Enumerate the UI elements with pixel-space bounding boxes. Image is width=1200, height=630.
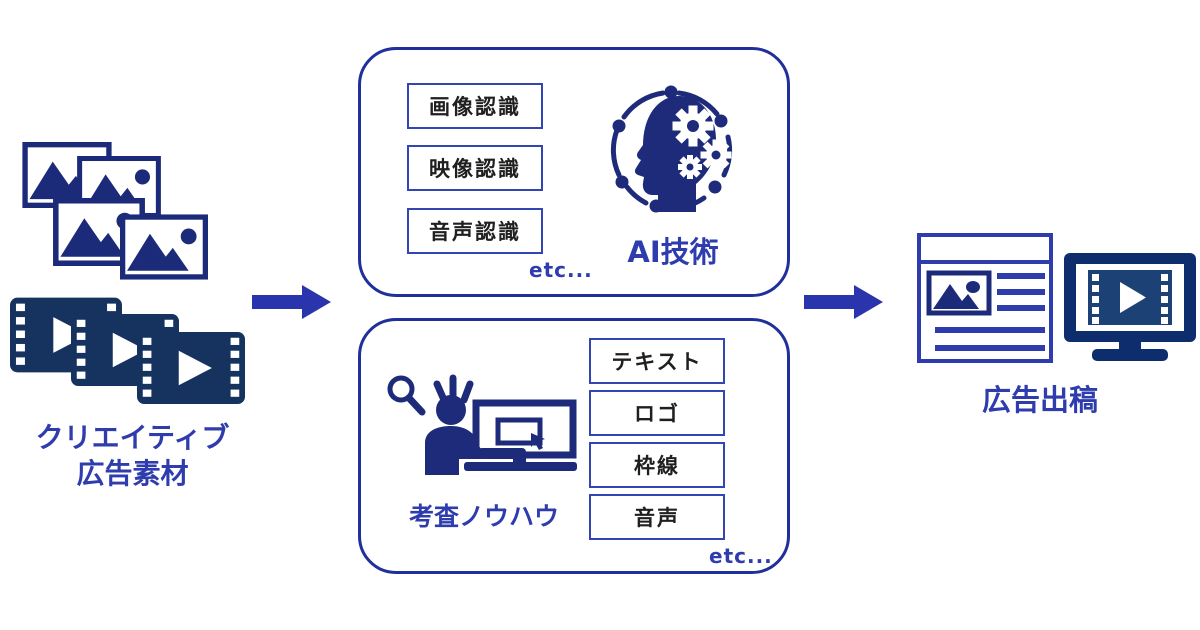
review-chip-label: 枠線 (634, 454, 680, 478)
review-chip-label: 音声 (634, 506, 680, 530)
ai-chip: 映像認識 (407, 145, 543, 191)
ai-chip-label: 音声認識 (429, 220, 521, 244)
review-etc-label: etc... (709, 544, 773, 568)
ai-chip: 画像認識 (407, 83, 543, 129)
ai-chip-label: 画像認識 (429, 95, 521, 119)
film-stack-icon (134, 332, 248, 404)
video-monitor-icon (1062, 251, 1198, 363)
review-chip-label: ロゴ (634, 402, 680, 426)
source-label-line1: クリエイティブ (35, 421, 230, 454)
output-label: 広告出稿 (981, 383, 1098, 417)
arrow-right-icon (804, 282, 884, 322)
ai-brain-icon (601, 80, 741, 222)
ai-chip: 音声認識 (407, 208, 543, 254)
review-chip: 音声 (589, 494, 725, 540)
source-label-line2: 広告素材 (76, 456, 189, 490)
review-chip-label: テキスト (611, 350, 703, 374)
review-panel-label: 考査ノウハウ (408, 502, 559, 531)
review-chip: ロゴ (589, 390, 725, 436)
review-chip: 枠線 (589, 442, 725, 488)
ai-chip-label: 映像認識 (429, 157, 521, 181)
reviewer-at-computer-icon (385, 363, 577, 475)
image-stack-icon (120, 214, 208, 280)
review-chip: テキスト (589, 338, 725, 384)
review-panel: 考査ノウハウ テキスト ロゴ 枠線 音声 etc... (358, 318, 790, 574)
ai-panel-label: AI技術 (627, 235, 719, 269)
arrow-right-icon (252, 282, 332, 322)
ai-etc-label: etc... (529, 258, 593, 282)
source-label: クリエイティブ 広告素材 (5, 420, 260, 492)
webpage-ad-icon (917, 233, 1053, 363)
ai-panel: 画像認識 映像認識 音声認識 etc... (358, 47, 790, 297)
